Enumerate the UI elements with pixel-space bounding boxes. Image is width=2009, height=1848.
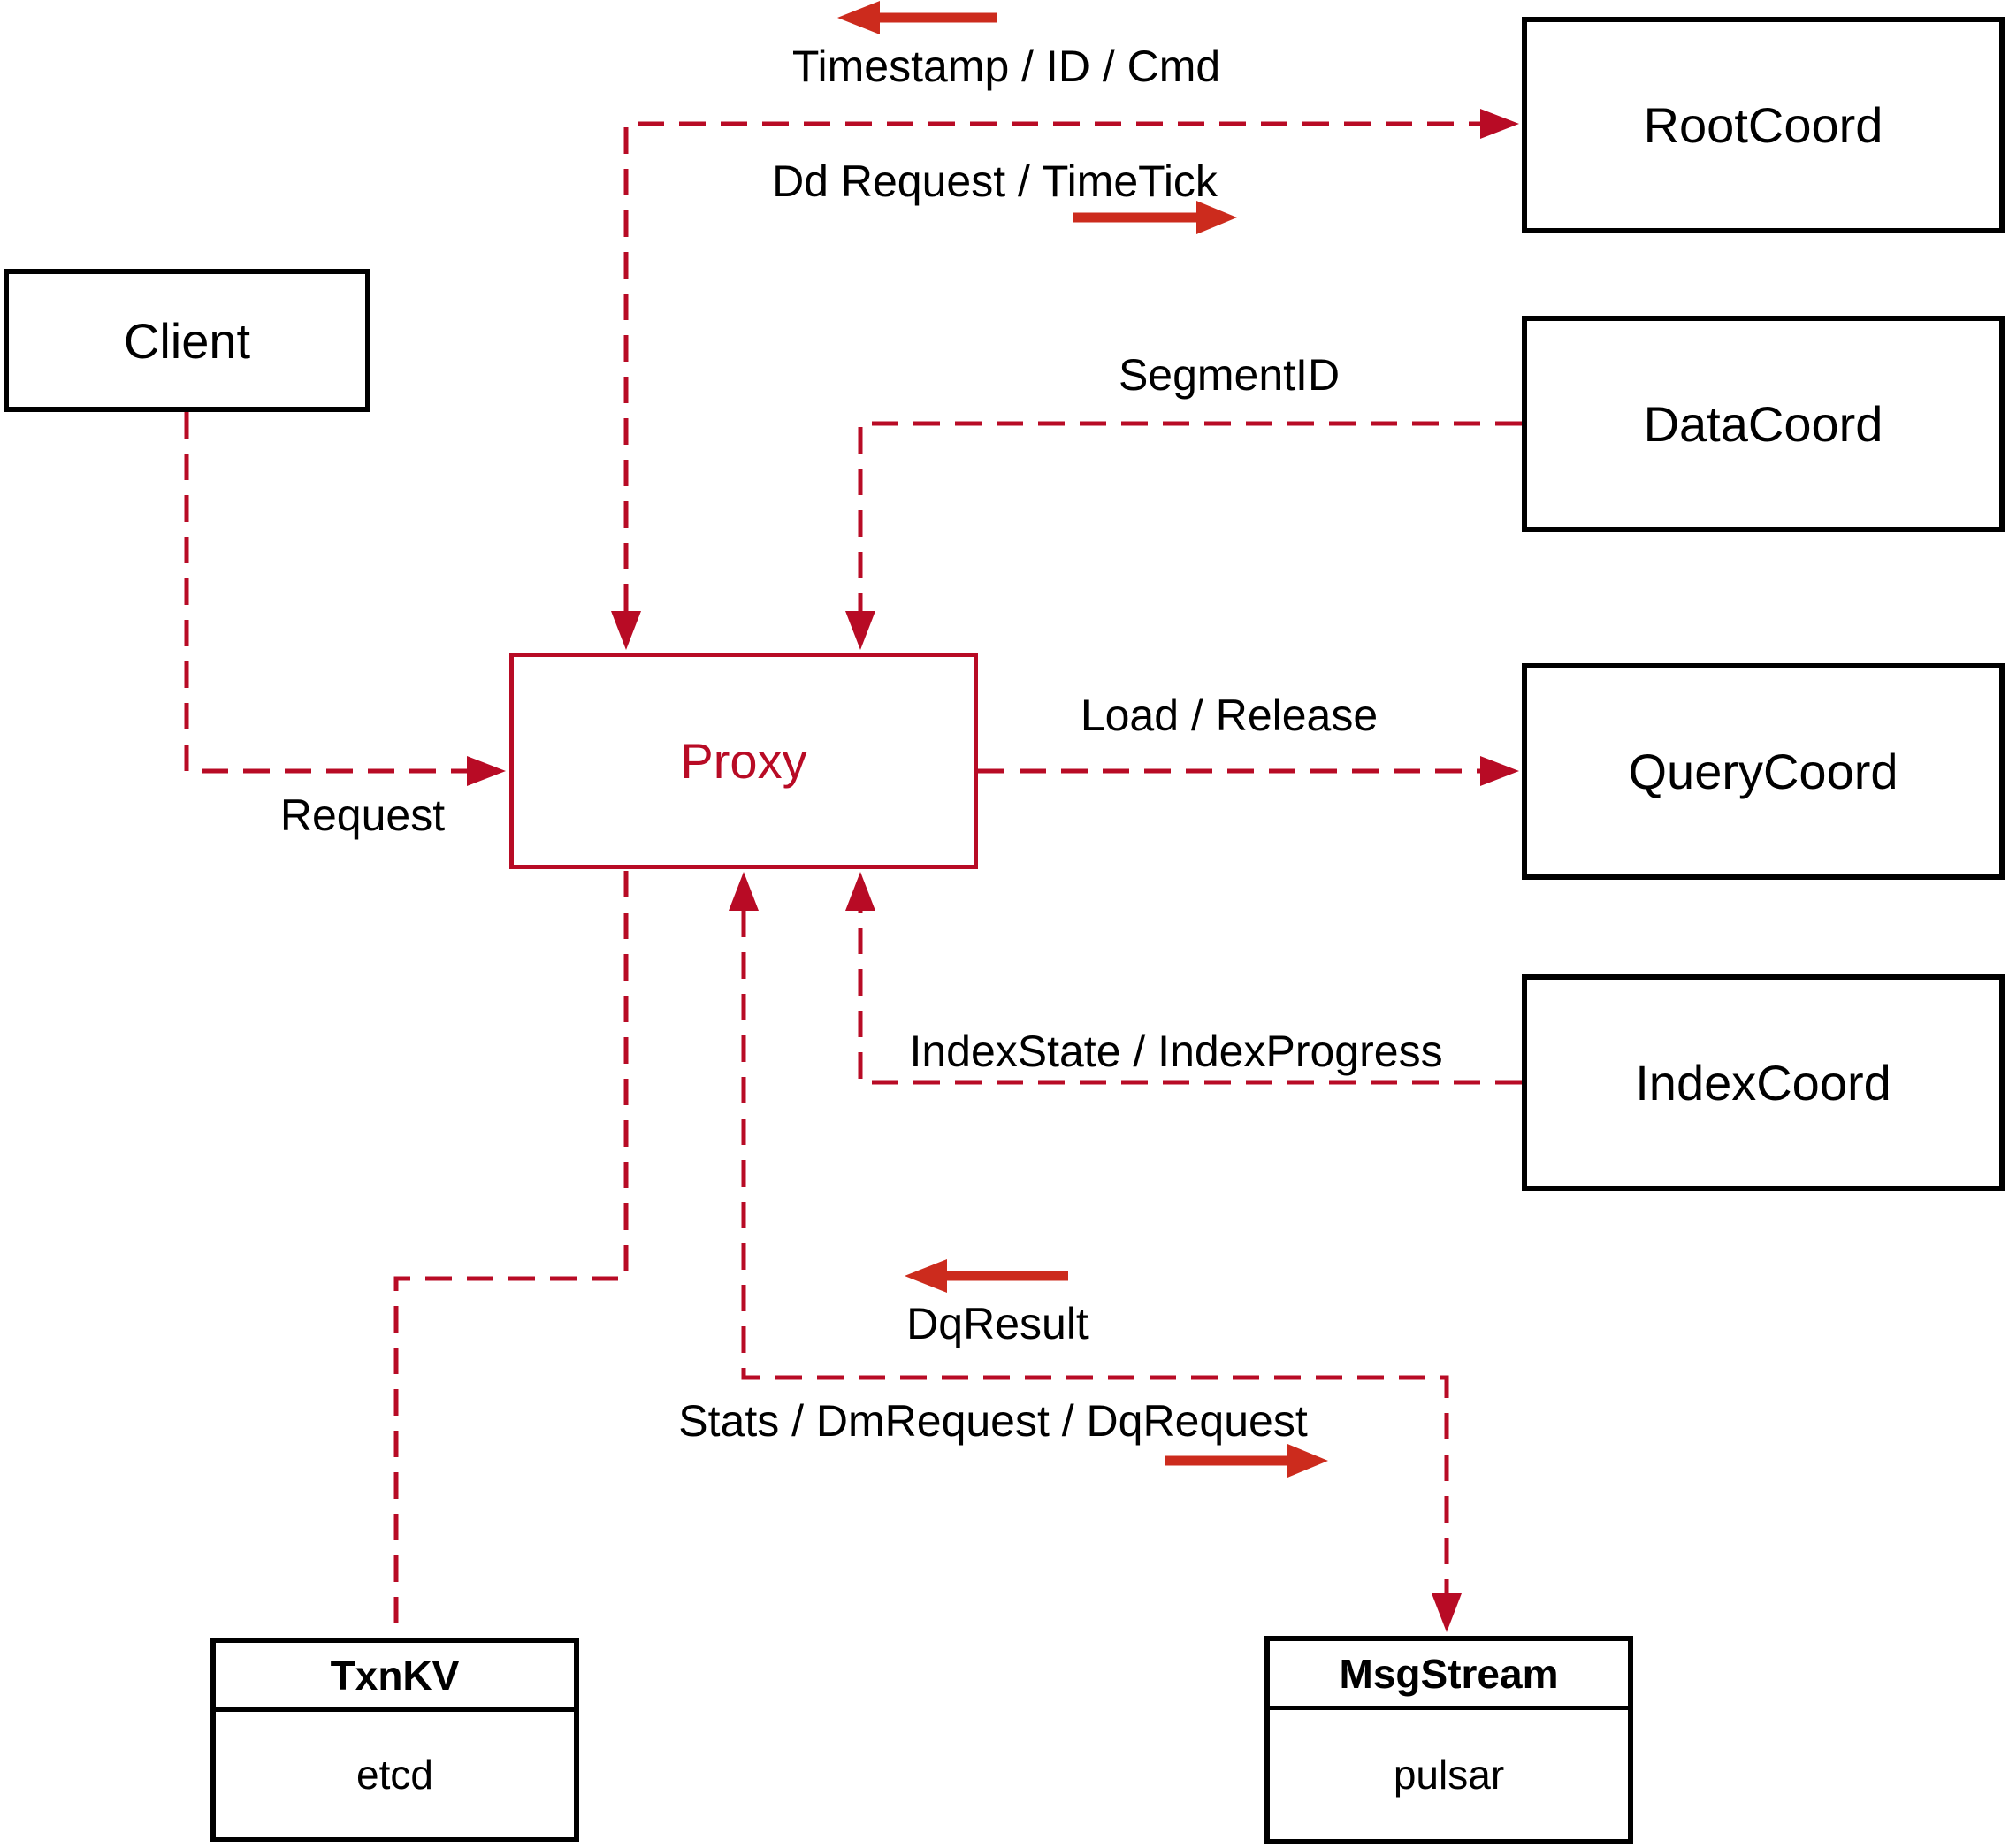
node-label: RootCoord xyxy=(1643,97,1883,153)
edge-datacoord-proxy xyxy=(858,421,1522,611)
node-title: MsgStream xyxy=(1270,1641,1628,1710)
node-label: DataCoord xyxy=(1643,396,1883,452)
node-label: IndexCoord xyxy=(1635,1055,1891,1111)
node-proxy: Proxy xyxy=(509,653,978,869)
arrowhead-into-rootcoord xyxy=(1480,109,1519,139)
arrowhead-into-proxy-top-left xyxy=(611,611,641,650)
node-label: Proxy xyxy=(680,733,807,789)
edge-label-load-release: Load / Release xyxy=(1080,691,1379,740)
node-subtitle: pulsar xyxy=(1393,1752,1505,1798)
edge-label-dq-result: DqResult xyxy=(906,1299,1089,1348)
node-title: TxnKV xyxy=(216,1643,574,1712)
edge-label-index-state-progress: IndexState / IndexProgress xyxy=(909,1027,1443,1076)
arrowhead-into-proxy-top-right xyxy=(845,611,875,650)
arrowhead-into-proxy-bottom-right xyxy=(845,872,875,911)
arrowhead-into-proxy-bottom-center xyxy=(729,872,759,911)
arrowhead-into-proxy-left xyxy=(467,756,506,786)
arrowhead-into-msgstream xyxy=(1432,1593,1462,1632)
node-indexcoord: IndexCoord xyxy=(1522,974,2005,1191)
left-arrow-icon xyxy=(837,1,997,34)
edge-label-segment-id: SegmentID xyxy=(1118,350,1341,400)
node-txnkv: TxnKV etcd xyxy=(210,1638,579,1842)
edge-client-proxy xyxy=(184,412,467,774)
node-msgstream: MsgStream pulsar xyxy=(1264,1636,1633,1844)
edge-label-stats-dm-dq: Stats / DmRequest / DqRequest xyxy=(678,1396,1308,1446)
node-subtitle: etcd xyxy=(356,1751,433,1798)
node-datacoord: DataCoord xyxy=(1522,316,2005,532)
edge-label-dd-request-timetick: Dd Request / TimeTick xyxy=(772,157,1218,206)
edge-proxy-txnkv xyxy=(393,871,629,1638)
edge-proxy-msgstream xyxy=(741,911,1449,1593)
left-arrow-icon xyxy=(905,1259,1068,1293)
right-arrow-icon xyxy=(1165,1444,1328,1478)
edge-label-timestamp-id-cmd: Timestamp / ID / Cmd xyxy=(791,42,1221,91)
edge-indexcoord-proxy xyxy=(858,911,1522,1085)
edge-proxy-rootcoord xyxy=(623,121,1480,611)
right-arrow-icon xyxy=(1073,201,1237,234)
node-label: Client xyxy=(123,312,251,369)
node-rootcoord: RootCoord xyxy=(1522,17,2005,233)
arrowhead-into-querycoord xyxy=(1480,756,1519,786)
edge-label-request: Request xyxy=(279,790,446,840)
node-label: QueryCoord xyxy=(1628,744,1898,799)
node-client: Client xyxy=(4,269,370,412)
node-querycoord: QueryCoord xyxy=(1522,663,2005,880)
